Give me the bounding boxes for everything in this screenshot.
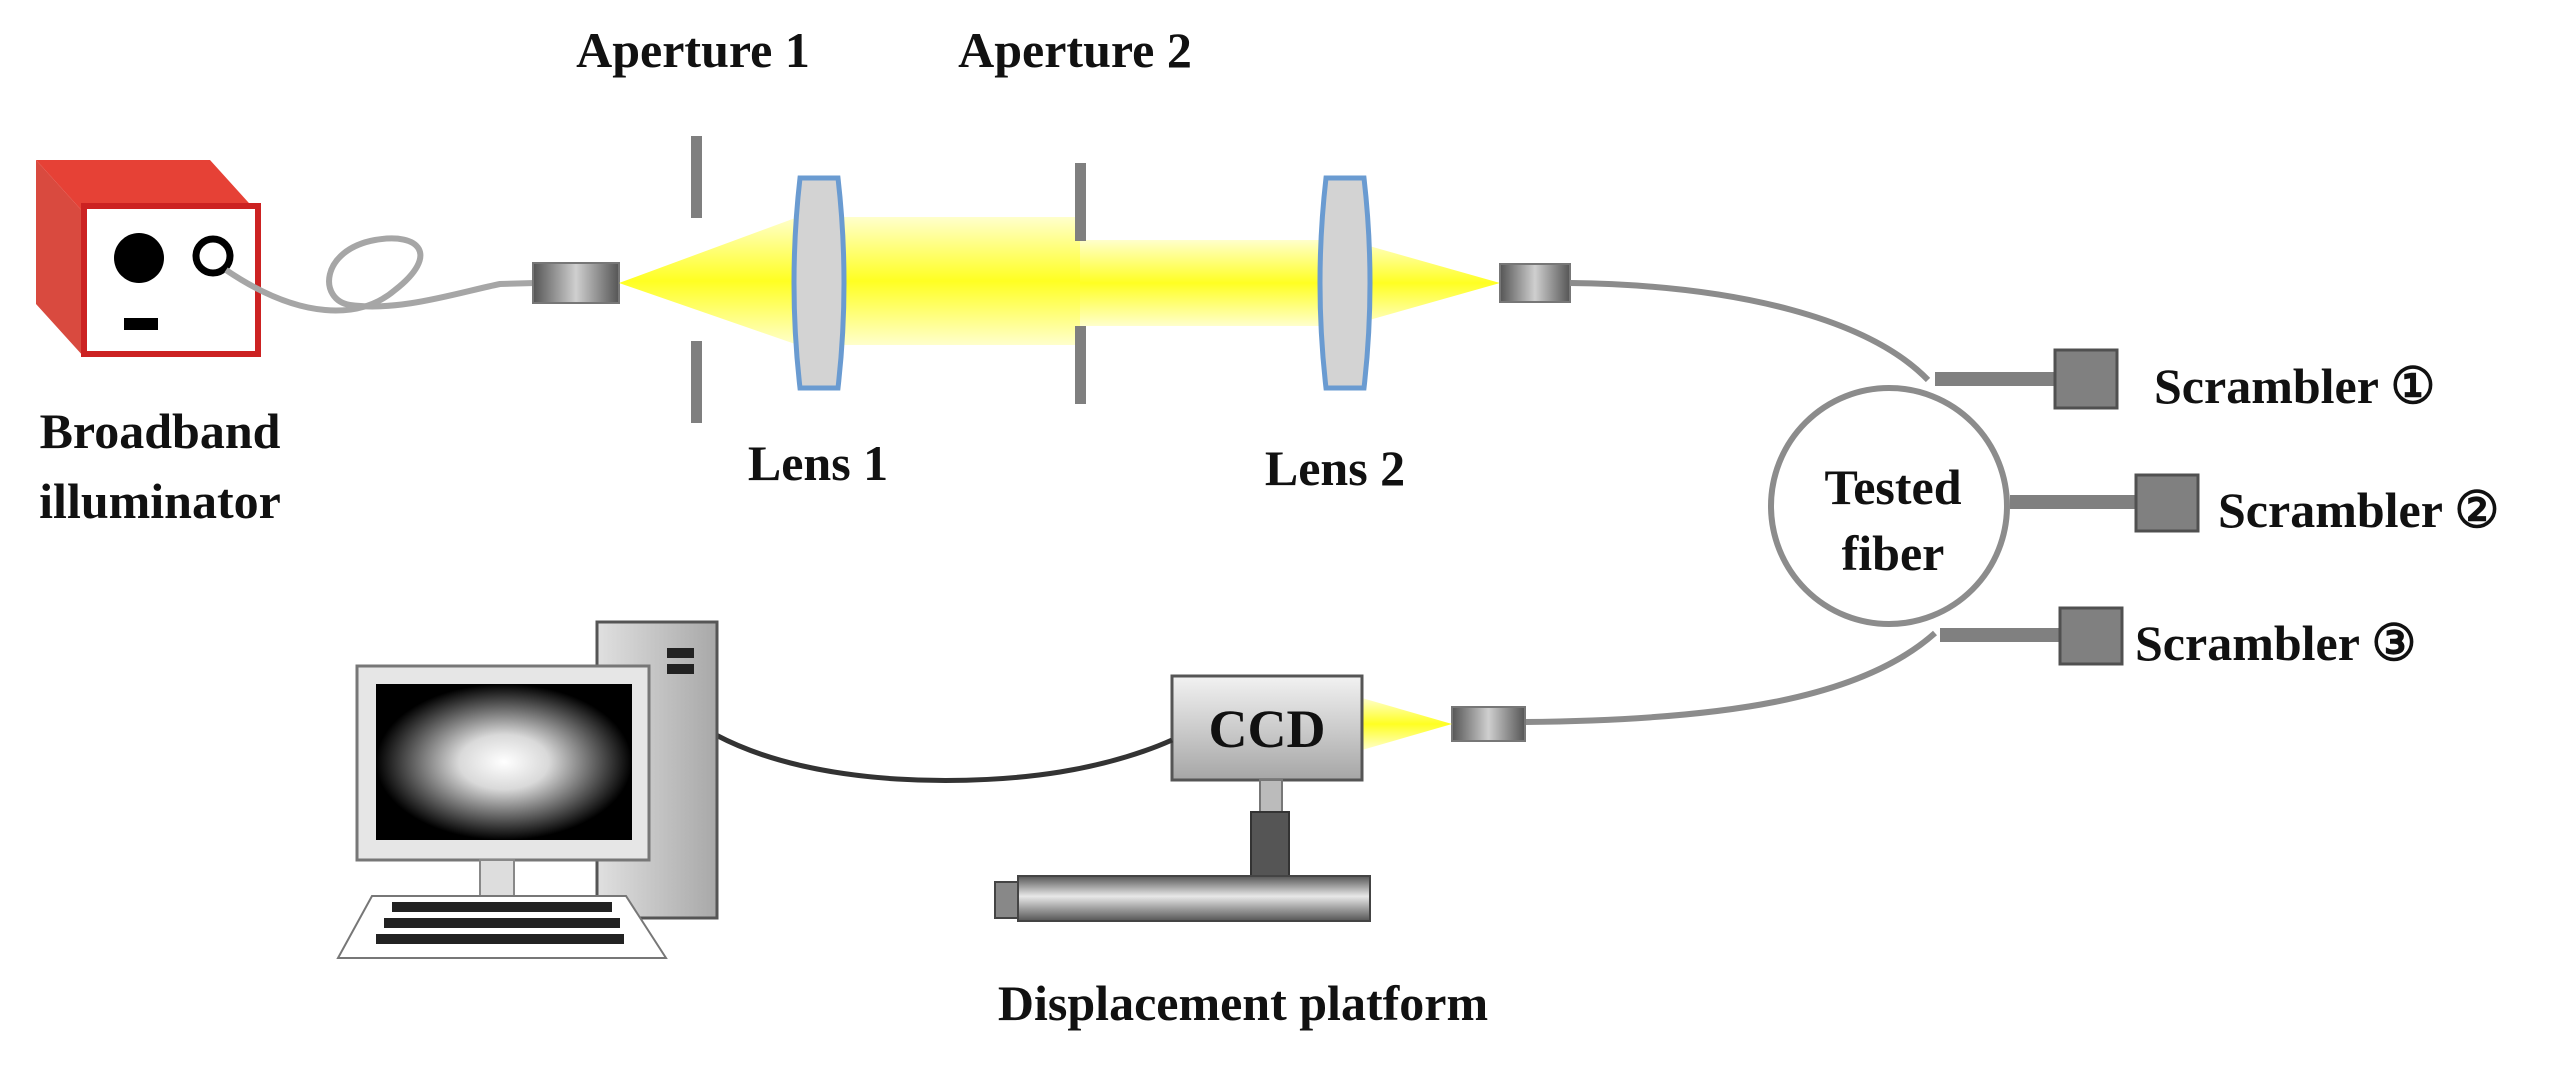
tower-drive-icon [667, 648, 694, 658]
lens-1 [791, 175, 847, 391]
beam-collimated-2 [1080, 240, 1348, 326]
tested-fiber-coil [1768, 385, 2010, 627]
monitor-screen-spot [376, 684, 632, 840]
broadband-illuminator [36, 160, 261, 357]
fiber-connector-test-input [1499, 263, 1571, 303]
lens-2-body [1317, 175, 1373, 391]
keyboard-keys-icon [376, 902, 624, 944]
illuminator-top [36, 160, 258, 213]
aperture-1-upper-blade [691, 136, 702, 218]
platform-knob [994, 881, 1021, 919]
ccd-body [1170, 674, 1364, 782]
scrambler-3-rod [1940, 628, 2060, 642]
scrambler-2-head [2134, 473, 2200, 533]
illuminator-switch-icon [124, 318, 158, 330]
scrambler-1-rod [1935, 372, 2055, 386]
beam-to-ccd [1362, 698, 1452, 750]
aperture-2-lower-blade [1075, 326, 1086, 404]
illuminator-knob-icon [114, 233, 164, 283]
computer [336, 620, 719, 959]
illuminator-label-line1: Broadband [40, 403, 281, 459]
displacement-platform-label: Displacement platform [998, 975, 1488, 1031]
scrambler-2-label: Scrambler ② [2218, 482, 2499, 538]
lens-2-label: Lens 2 [1265, 440, 1405, 496]
scrambler-1 [1935, 348, 2119, 410]
scrambler-2-rod [2010, 495, 2136, 509]
scrambler-3 [1940, 606, 2124, 666]
tower-drive-icon-2 [667, 664, 694, 674]
lens-1-body [791, 175, 847, 391]
fiber-connector-input [532, 262, 620, 304]
tested-fiber-input-lead [1569, 280, 1931, 383]
aperture-2-label: Aperture 2 [958, 22, 1192, 78]
ccd-label: CCD [1209, 699, 1326, 759]
scrambler-3-head [2058, 606, 2124, 666]
aperture-2 [1075, 163, 1086, 404]
platform-rail [1017, 875, 1371, 922]
input-fiber [224, 235, 536, 314]
displacement-platform [994, 875, 1371, 922]
aperture-1-lower-blade [691, 341, 702, 423]
aperture-1 [691, 136, 702, 423]
beam-collimated-1 [798, 217, 1080, 345]
illuminator-front [81, 203, 261, 357]
aperture-2-upper-blade [1075, 163, 1086, 241]
scrambler-1-label: Scrambler ① [2154, 358, 2435, 414]
aperture-1-label: Aperture 1 [576, 22, 810, 78]
beam-converging [1348, 240, 1500, 326]
lens-2 [1317, 175, 1373, 391]
scrambler-1-head [2053, 348, 2119, 410]
tested-fiber-output-lead [1524, 630, 1937, 725]
scrambler-2 [2010, 473, 2200, 533]
beam-diverging [619, 217, 798, 345]
lens-1-label: Lens 1 [748, 435, 888, 491]
illuminator-side [36, 160, 84, 357]
scrambler-3-label: Scrambler ③ [2135, 615, 2416, 671]
ccd-post-lower [1250, 811, 1290, 877]
monitor-stand [479, 859, 515, 897]
illuminator-port-icon [192, 235, 234, 277]
tested-fiber-label-line2: fiber [1842, 525, 1945, 581]
fiber-connector-output [1451, 706, 1526, 742]
tested-fiber-label-line1: Tested [1824, 459, 1961, 515]
ccd-camera [1170, 674, 1364, 877]
data-cable [714, 732, 1174, 784]
ccd-post-upper [1259, 779, 1283, 813]
illuminator-label-line2: illuminator [39, 473, 281, 529]
